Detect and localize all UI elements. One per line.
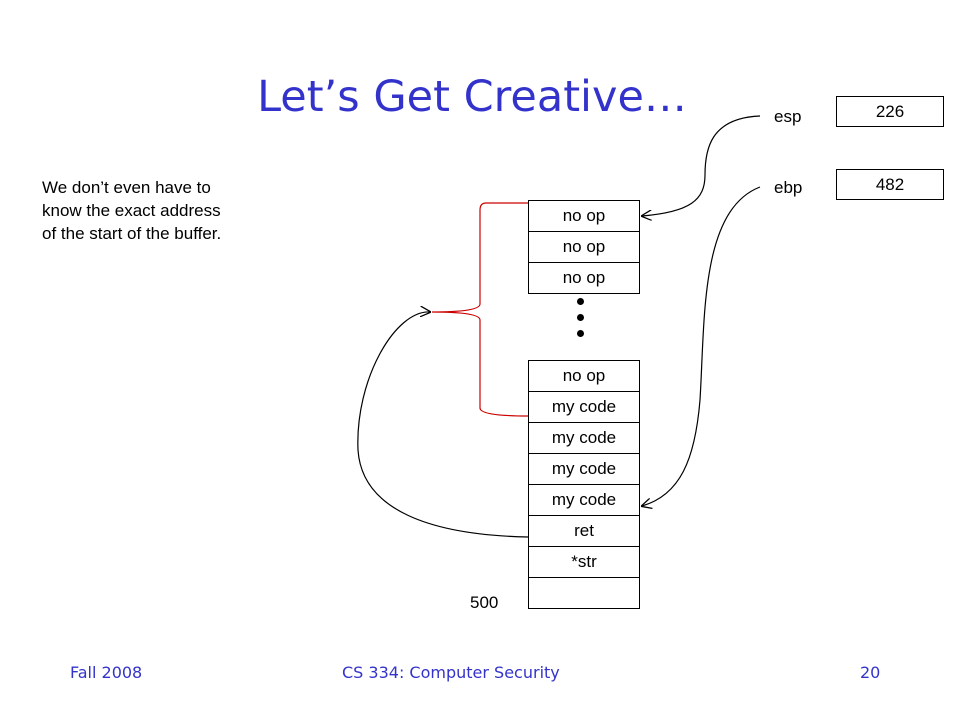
stack-cell: my code xyxy=(528,423,640,454)
footer-course: CS 334: Computer Security xyxy=(342,663,560,682)
stack-bottom-section: no op my code my code my code my code re… xyxy=(528,360,640,609)
stack-cell: my code xyxy=(528,454,640,485)
ret-arrow xyxy=(357,312,529,538)
note-line: know the exact address xyxy=(42,201,221,220)
stack-cell: no op xyxy=(528,263,640,294)
ebp-arrow xyxy=(642,186,761,506)
note-line: of the start of the buffer. xyxy=(42,224,222,243)
note-line: We don’t even have to xyxy=(42,178,211,197)
address-label: 500 xyxy=(470,593,499,612)
ellipsis-dot xyxy=(577,314,584,321)
stack-cell: my code xyxy=(528,485,640,516)
esp-arrow xyxy=(642,115,761,216)
stack-cell-ret: ret xyxy=(528,516,640,547)
esp-value-box: 226 xyxy=(836,96,944,127)
footer-page-number: 20 xyxy=(860,663,881,682)
stack-cell: my code xyxy=(528,392,640,423)
esp-label: esp xyxy=(774,107,802,126)
stack-cell: no op xyxy=(528,200,640,232)
ellipsis-dots xyxy=(577,298,587,346)
ebp-label: ebp xyxy=(774,178,803,197)
ellipsis-dot xyxy=(577,330,584,337)
stack-cell: no op xyxy=(528,232,640,263)
nop-sled-brace xyxy=(431,202,529,417)
ebp-value-box: 482 xyxy=(836,169,944,200)
footer-date: Fall 2008 xyxy=(70,663,143,682)
slide-title: Let’s Get Creative… xyxy=(257,72,687,122)
stack-cell-str: *str xyxy=(528,547,640,578)
note-text: We don’t even have to know the exact add… xyxy=(42,176,292,245)
stack-top-section: no op no op no op xyxy=(528,200,640,294)
stack-cell: no op xyxy=(528,360,640,392)
ellipsis-dot xyxy=(577,298,584,305)
stack-cell-empty xyxy=(528,578,640,609)
